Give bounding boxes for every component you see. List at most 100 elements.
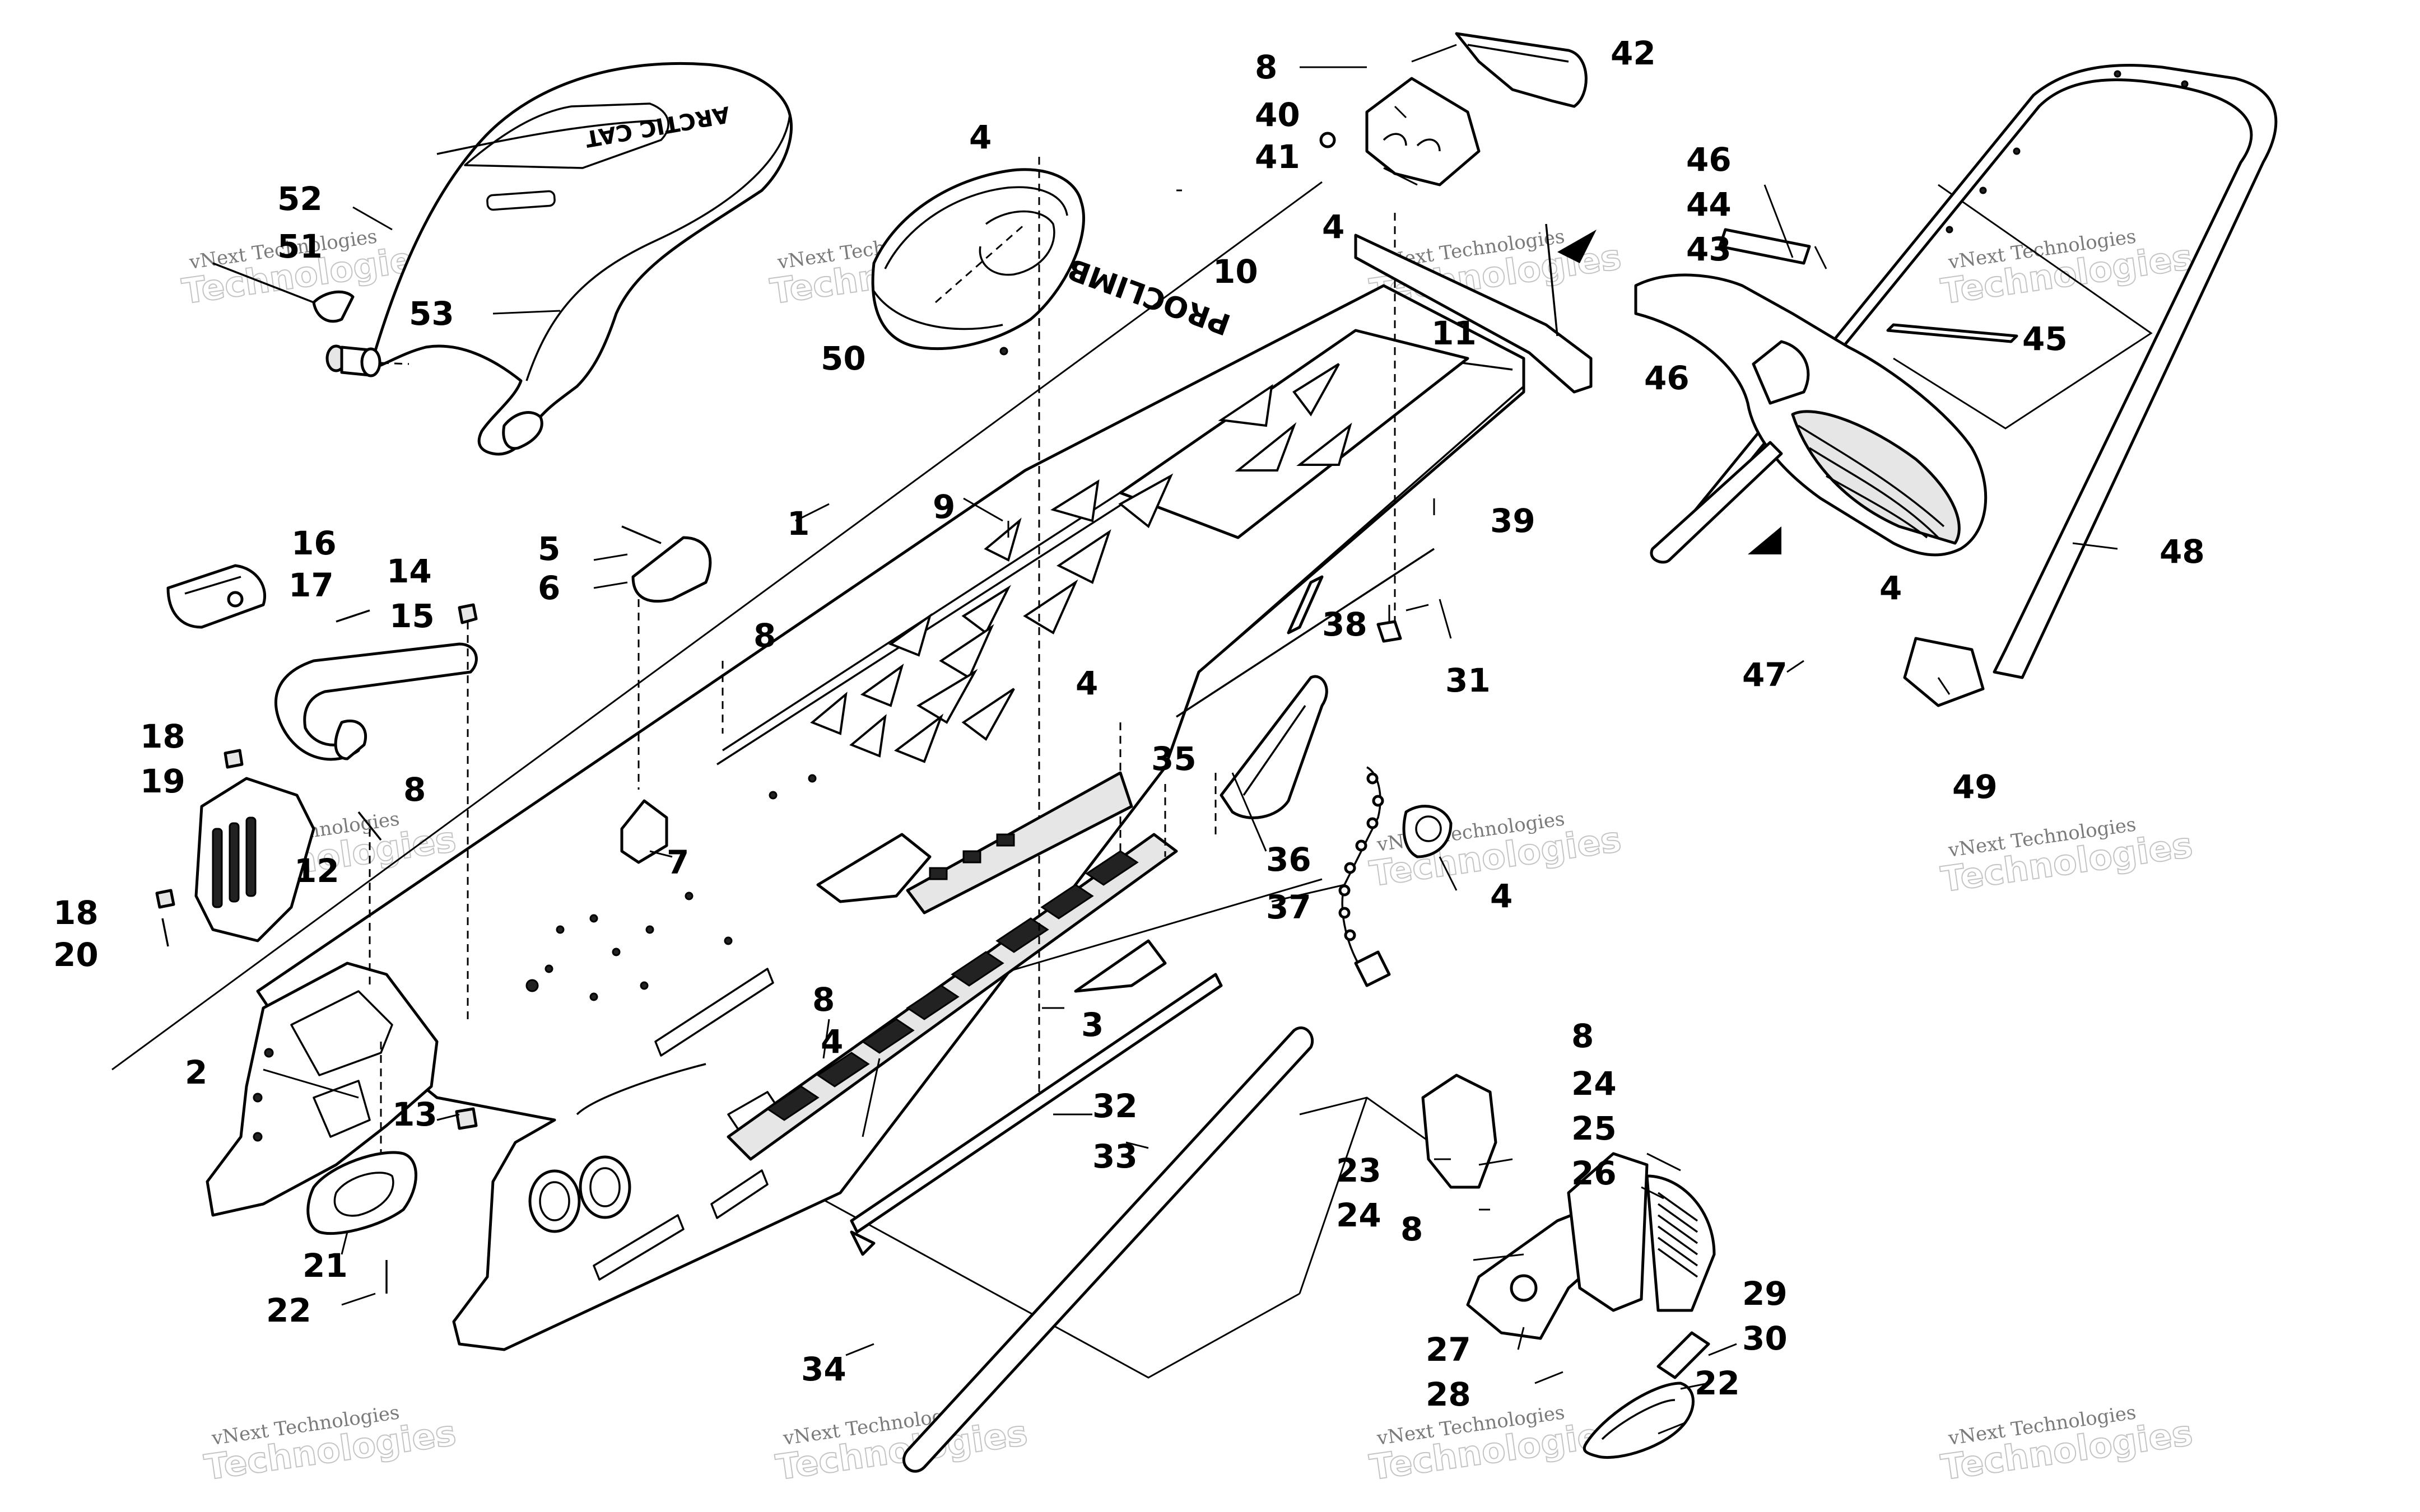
- callout-41: 41: [1255, 138, 1300, 176]
- callout-40: 40: [1255, 96, 1300, 134]
- callout-4: 4: [969, 118, 992, 156]
- rear-bumper: [1662, 64, 2278, 679]
- callout-46: 46: [1686, 141, 1732, 179]
- callout-8d: 8: [812, 981, 835, 1019]
- callout-8b: 8: [753, 617, 776, 655]
- callout-4b: 4: [1322, 208, 1344, 246]
- watermark: vNext Technologies Technologies: [1938, 225, 2195, 312]
- heat-exchanger-cover: [1421, 1074, 1716, 1459]
- hinge-strip: [1650, 441, 1783, 564]
- callout-16: 16: [291, 524, 337, 562]
- callout-44: 44: [1686, 185, 1732, 223]
- seat-assembly: ARCTIC CAT: [212, 62, 793, 456]
- callout-36: 36: [1266, 841, 1311, 879]
- grab-bar: [274, 642, 478, 761]
- callout-38: 38: [1322, 605, 1367, 643]
- arrow-lower: [1748, 526, 1781, 554]
- callout-4c: 4: [1076, 664, 1098, 702]
- callout-2: 2: [185, 1053, 207, 1091]
- callout-3: 3: [1081, 1006, 1104, 1044]
- callout-15: 15: [389, 597, 435, 635]
- mount-bracket-11: [1354, 223, 1593, 394]
- decal-45: [1886, 323, 2018, 343]
- slide-rod: [902, 1026, 1314, 1473]
- snowflap-assembly: [1634, 273, 1988, 557]
- callout-48: 48: [2160, 533, 2205, 571]
- callout-47: 47: [1742, 656, 1788, 694]
- callout-11: 11: [1431, 314, 1477, 352]
- callout-5: 5: [538, 530, 560, 568]
- watermark: vNext Technologies Technologies: [772, 1401, 1030, 1488]
- callout-20: 20: [53, 936, 99, 974]
- callout-24b: 24: [1336, 1196, 1381, 1234]
- callout-22b: 22: [1695, 1364, 1740, 1402]
- callout-17: 17: [288, 566, 334, 604]
- tail-light-cover: [166, 564, 267, 629]
- callout-labels: 1 2 3 4 4 4 4 4 4 5 6 7 8 8 8 8 8 8 9 10…: [53, 34, 2205, 1413]
- bumper-end-cap: [194, 777, 315, 942]
- callout-6: 6: [538, 569, 560, 607]
- rear-cover-42: [1411, 32, 1588, 108]
- seat-strap-end: [502, 411, 543, 450]
- watermark: vNext Technologies Technologies: [1366, 1401, 1624, 1488]
- callout-33: 33: [1092, 1137, 1138, 1175]
- watermark: vNext Technologies Technologies: [1938, 1401, 2195, 1488]
- callout-22: 22: [266, 1291, 311, 1329]
- callout-28: 28: [1426, 1375, 1471, 1413]
- callout-12: 12: [294, 852, 339, 890]
- rear-flap-bracket: [306, 1042, 417, 1235]
- callout-1: 1: [787, 505, 809, 543]
- footholds: [766, 850, 1139, 1121]
- callout-8f: 8: [1400, 1210, 1423, 1248]
- callout-35: 35: [1151, 740, 1197, 778]
- callout-4f: 4: [1879, 569, 1902, 607]
- side-trim-right: [1220, 675, 1328, 819]
- callout-46b: 46: [1644, 359, 1690, 397]
- rear-bracket-41: [1319, 77, 1481, 186]
- watermark: vNext Technologies Technologies: [1938, 813, 2195, 900]
- callout-37: 37: [1266, 888, 1311, 926]
- callout-4e: 4: [821, 1023, 843, 1061]
- callout-39: 39: [1490, 502, 1535, 540]
- tunnel-body: [256, 284, 1525, 1351]
- rear-bumper-end: [1903, 637, 1985, 707]
- arrow-upper: [1557, 230, 1597, 263]
- callout-9: 9: [933, 488, 955, 526]
- callout-21: 21: [302, 1247, 348, 1285]
- callout-23: 23: [1336, 1151, 1381, 1189]
- callout-53: 53: [409, 295, 454, 333]
- tunnel-plate: [1119, 329, 1469, 539]
- seat-clip: [312, 290, 355, 323]
- callout-24: 24: [1571, 1065, 1617, 1103]
- callout-51: 51: [277, 227, 323, 265]
- callout-27: 27: [1426, 1331, 1471, 1369]
- callout-8c: 8: [403, 771, 426, 809]
- callout-31: 31: [1445, 661, 1491, 699]
- tunnel: PROCLIMB: [256, 251, 1525, 1351]
- storage-bag: [871, 168, 1085, 356]
- callout-49: 49: [1952, 768, 1998, 806]
- fasteners: [155, 525, 724, 1294]
- running-board-trim: [816, 771, 1133, 914]
- callout-26: 26: [1571, 1154, 1617, 1192]
- bracket-31: [1376, 620, 1402, 643]
- callout-42: 42: [1611, 34, 1656, 72]
- callout-8e: 8: [1571, 1017, 1594, 1055]
- callout-18b: 18: [53, 894, 99, 932]
- rail: [850, 939, 1223, 1256]
- callout-25: 25: [1571, 1109, 1617, 1147]
- callout-18: 18: [140, 717, 185, 755]
- callout-29: 29: [1742, 1275, 1788, 1313]
- callout-7: 7: [667, 843, 689, 881]
- callout-50: 50: [821, 339, 866, 377]
- callout-4d: 4: [1490, 877, 1513, 915]
- callout-14: 14: [387, 552, 432, 590]
- callout-30: 30: [1742, 1319, 1788, 1357]
- callout-10: 10: [1213, 253, 1258, 291]
- callout-19: 19: [140, 762, 185, 800]
- decal-38: [1287, 575, 1324, 634]
- callout-32: 32: [1092, 1087, 1138, 1125]
- seat: [368, 62, 793, 456]
- callout-45: 45: [2022, 320, 2068, 358]
